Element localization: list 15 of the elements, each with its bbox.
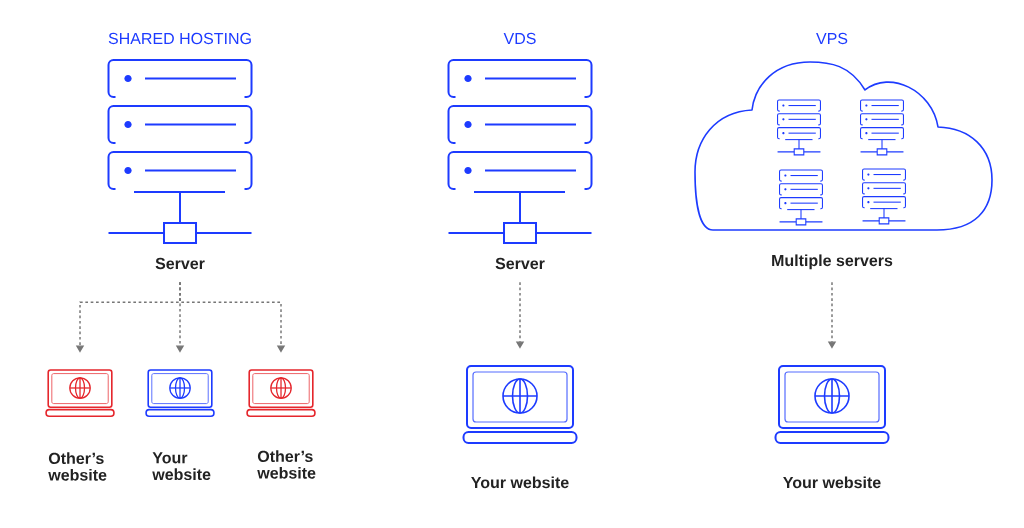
- server-icon: [862, 168, 906, 225]
- node-label: Your website: [471, 476, 569, 489]
- node-label: Your website: [152, 452, 211, 481]
- server-icon: [777, 99, 821, 156]
- node-label: Other’s website: [48, 452, 107, 481]
- column-title: VPS: [816, 32, 848, 45]
- node-label: Server: [495, 257, 545, 270]
- column-title: SHARED HOSTING: [108, 32, 251, 45]
- node-label: Server: [155, 257, 205, 270]
- server-icon: [860, 99, 904, 156]
- column-title: VDS: [503, 32, 536, 45]
- server-icon: [779, 169, 823, 226]
- node-label: Other’s website: [257, 450, 316, 479]
- node-label: Multiple servers: [772, 254, 893, 270]
- node-label: Your website: [783, 476, 881, 489]
